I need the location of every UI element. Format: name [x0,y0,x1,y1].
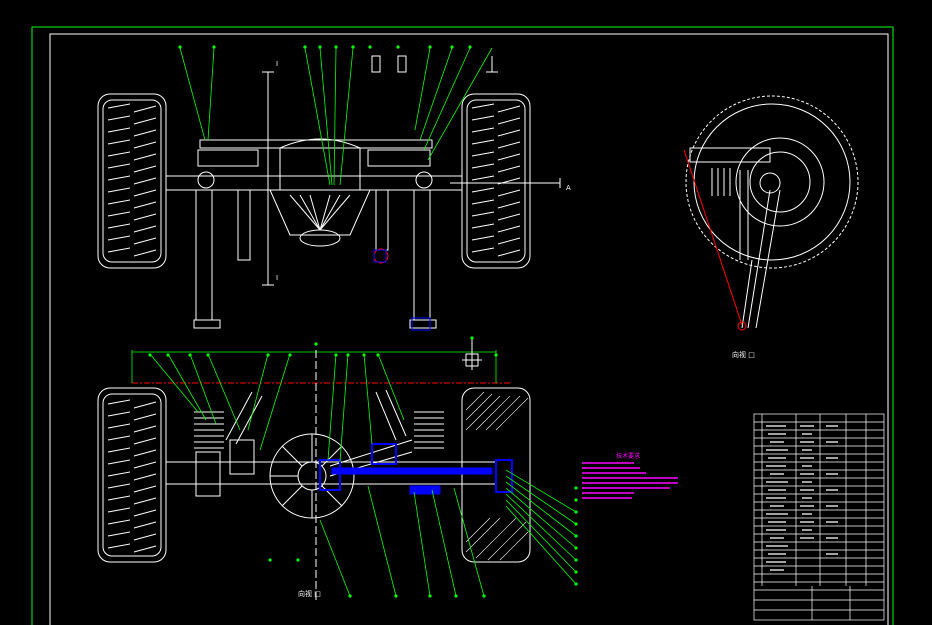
balloon-27 [574,534,578,538]
side-view-caption: 向视 □ [732,350,755,359]
balloon-26 [574,522,578,526]
balloon-22 [376,353,380,357]
balloon-21 [362,353,366,357]
title-block [753,413,885,621]
balloon-35 [394,594,398,598]
technical-notes: 技术要求 [582,452,678,499]
view-arrow-label: A [566,184,571,192]
section-label-top: I [276,60,278,68]
balloon-13 [166,353,170,357]
top-view [97,71,531,329]
balloon-23 [470,336,474,340]
balloon-14 [188,353,192,357]
blue-section [319,443,513,495]
balloon-29 [574,558,578,562]
balloon-18 [314,342,318,346]
balloon-36 [428,594,432,598]
front-view-caption: 向视 □ [298,589,321,598]
section-label-bottom: I [276,274,278,282]
balloon-1 [178,45,182,49]
leaders-front [149,353,577,597]
balloon-16 [266,353,270,357]
balloon-5 [334,45,338,49]
balloon-11 [468,45,472,49]
balloon-17 [288,353,292,357]
balloon-7 [368,45,372,49]
right-tire-top [461,93,531,269]
balloon-2 [212,45,216,49]
balloon-9 [428,45,432,49]
balloon-20 [346,353,350,357]
inner-border [49,33,889,625]
balloon-8 [396,45,400,49]
balloon-12 [148,353,152,357]
balloon-31 [574,582,578,586]
balloon-40 [268,558,272,562]
hatched-tire-section [465,391,529,561]
title-block-text [766,425,838,571]
balloon-28 [574,546,578,550]
bolt-details [371,55,498,73]
balloon-33 [574,486,578,490]
balloon-32 [574,498,578,502]
balloon-10 [450,45,454,49]
balloon-6 [351,45,355,49]
leaders-top [179,47,493,186]
balloon-3 [303,45,307,49]
notes-title: 技术要求 [616,452,640,460]
balloon-39 [296,558,300,562]
side-view [685,95,859,329]
balloon-25 [574,510,578,514]
balloon-38 [482,594,486,598]
balloon-34 [348,594,352,598]
balloon-24 [494,353,498,357]
balloon-30 [574,570,578,574]
balloon-4 [318,45,322,49]
balloon-15 [206,353,210,357]
balloon-19 [334,353,338,357]
balloon-37 [454,594,458,598]
outer-frame [31,26,894,625]
